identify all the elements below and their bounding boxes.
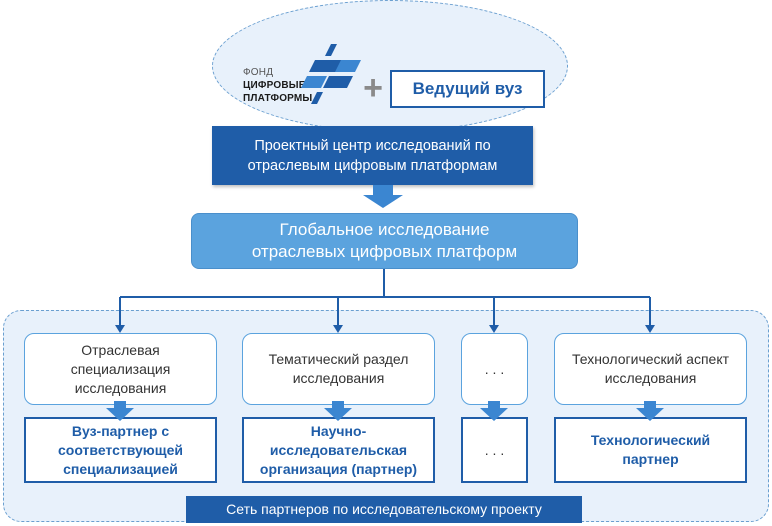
digital-platforms-fund-logo: ФОНД ЦИФРОВЫЕ ПЛАТФОРМЫ [243, 44, 363, 114]
university-partner-label: Вуз-партнер с соответствующей специализа… [58, 422, 183, 477]
logo-mark-icon [301, 44, 361, 104]
university-partner-box: Вуз-партнер с соответствующей специализа… [24, 417, 217, 483]
logo-text: ФОНД ЦИФРОВЫЕ ПЛАТФОРМЫ [243, 66, 312, 105]
more-items-lower-box: . . . [461, 417, 528, 483]
logo-line-3: ПЛАТФОРМЫ [243, 93, 313, 104]
technology-partner-label: Технологический партнер [590, 432, 711, 467]
industry-specialization-box: Отраслевая специализация исследования [24, 333, 217, 405]
industry-specialization-label: Отраслевая специализация исследования [70, 341, 171, 396]
technology-aspect-label: Технологический аспект исследования [571, 351, 730, 386]
project-center-label: Проектный центр исследований по отраслев… [247, 137, 498, 174]
thematic-section-label: Тематический раздел исследования [268, 351, 409, 386]
global-research-label: Глобальное исследование отраслевых цифро… [251, 220, 518, 261]
research-organization-box: Научно-исследовательская организация (па… [242, 417, 435, 483]
thematic-section-box: Тематический раздел исследования [242, 333, 435, 405]
technology-partner-box: Технологический партнер [554, 417, 747, 483]
lead-university-box: Ведущий вуз [390, 70, 545, 108]
plus-sign: + [363, 69, 383, 107]
arrow-center-to-global [363, 185, 403, 208]
founders-ellipse [212, 0, 568, 132]
ellipsis-lower: . . . [484, 441, 505, 458]
partner-network-label: Сеть партнеров по исследовательскому про… [186, 496, 582, 523]
logo-line-2: ЦИФРОВЫЕ [243, 80, 306, 91]
research-organization-label: Научно-исследовательская организация (па… [259, 422, 418, 477]
more-items-upper-box: . . . [461, 333, 528, 405]
ellipsis-upper: . . . [484, 360, 505, 377]
technology-aspect-box: Технологический аспект исследования [554, 333, 747, 405]
project-center-box: Проектный центр исследований по отраслев… [212, 126, 533, 185]
global-research-box: Глобальное исследование отраслевых цифро… [191, 213, 578, 269]
logo-line-1: ФОНД [243, 67, 274, 78]
